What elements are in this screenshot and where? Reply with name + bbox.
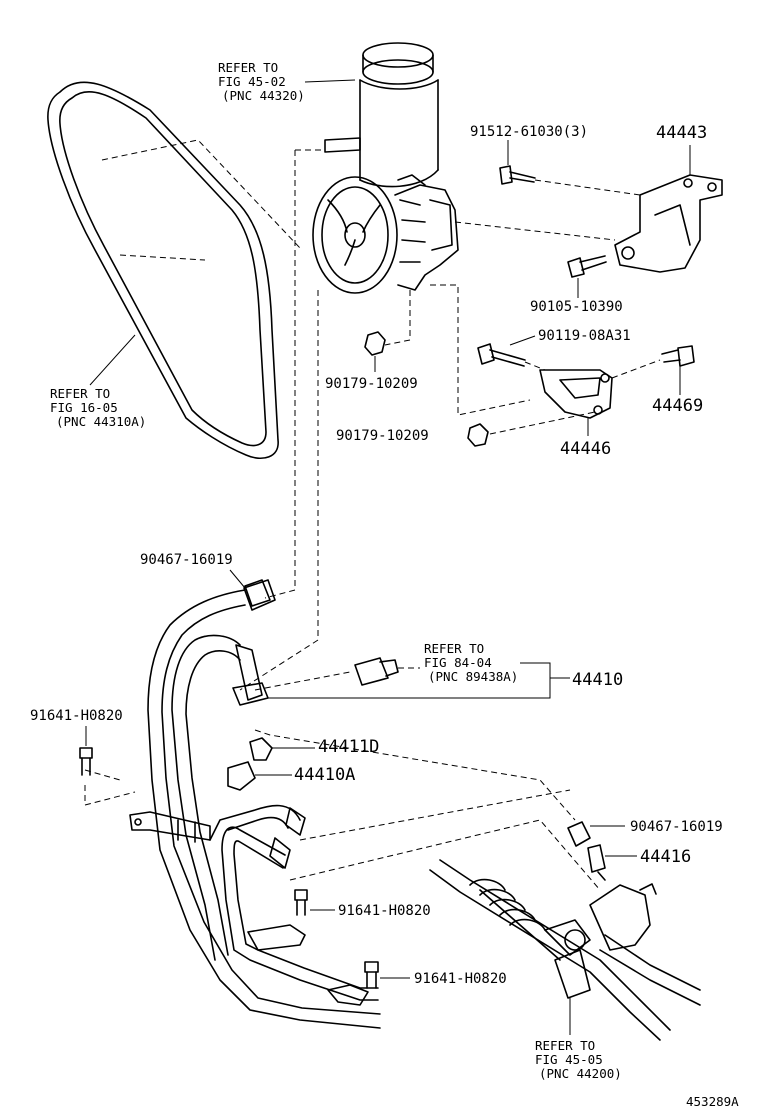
ref-reservoir-line1: REFER TO [218, 60, 278, 75]
pressure-hose [171, 634, 269, 961]
ref-belt-line1: REFER TO [50, 386, 110, 401]
bolt-91512-61030 [499, 165, 536, 185]
bolt-90105-10390 [567, 255, 607, 278]
nut-90179-a [364, 331, 386, 356]
label-91512-61030: 91512-61030(3) [470, 124, 588, 140]
bracket-44446 [539, 369, 613, 419]
union-bolt-44410A [227, 761, 256, 791]
pressure-tube [221, 826, 379, 1001]
label-91641-H0820-a: 91641-H0820 [30, 708, 123, 724]
drive-belt [47, 81, 279, 459]
union-44411D [249, 737, 273, 761]
callout-switch-ref: REFER TO FIG 84-04 (PNC 89438A) [424, 641, 518, 684]
label-90467-16019-b: 90467-16019 [630, 819, 723, 835]
reservoir [324, 42, 439, 188]
ref-reservoir-line3: (PNC 44320) [222, 88, 305, 103]
bolt-90119-08A31 [477, 343, 526, 367]
label-44446: 44446 [560, 439, 611, 459]
label-90467-16019-a: 90467-16019 [140, 552, 233, 568]
label-91641-H0820-c: 91641-H0820 [414, 971, 507, 987]
stud-44469 [661, 345, 695, 367]
label-44411D: 44411D [318, 737, 379, 757]
ref-switch-line2: FIG 84-04 [424, 655, 492, 670]
belt-routing-line [101, 139, 301, 249]
label-44469: 44469 [652, 396, 703, 416]
gasket-90467-a [244, 579, 271, 607]
callout-gear-ref: REFER TO FIG 45-05 (PNC 44200) [535, 1038, 622, 1081]
gasket-90467-b [567, 821, 591, 847]
label-90179-10209-b: 90179-10209 [336, 428, 429, 444]
pressure-switch [354, 657, 399, 686]
diagram-id: 453289A [686, 1094, 739, 1109]
ref-reservoir-line2: FIG 45-02 [218, 74, 286, 89]
union-44416 [587, 844, 606, 881]
ref-switch-line1: REFER TO [424, 641, 484, 656]
ref-belt-line2: FIG 16-05 [50, 400, 118, 415]
label-90105-10390: 90105-10390 [530, 299, 623, 315]
tube-clamp [247, 924, 306, 951]
bolt-91641-b [294, 889, 308, 916]
label-90119-08A31: 90119-08A31 [538, 328, 631, 344]
bracket-44443 [614, 174, 723, 273]
bolt-91641-a [79, 747, 93, 776]
label-44416: 44416 [640, 847, 691, 867]
ref-belt-line3: (PNC 44310A) [56, 414, 146, 429]
label-44410: 44410 [572, 670, 623, 690]
ref-switch-line3: (PNC 89438A) [428, 669, 518, 684]
label-44410A: 44410A [294, 765, 355, 785]
ref-gear-line1: REFER TO [535, 1038, 595, 1053]
label-90179-10209-a: 90179-10209 [325, 376, 418, 392]
callout-belt-ref: REFER TO FIG 16-05 (PNC 44310A) [50, 386, 146, 429]
steering-gear [429, 859, 701, 1041]
return-tube [209, 804, 306, 841]
label-91641-H0820-b: 91641-H0820 [338, 903, 431, 919]
ref-gear-line2: FIG 45-05 [535, 1052, 603, 1067]
nut-90179-b [467, 423, 489, 447]
ref-gear-line3: (PNC 44200) [539, 1066, 622, 1081]
power-steering-pump [312, 174, 459, 294]
label-44443: 44443 [656, 123, 707, 143]
return-hose [147, 579, 381, 1029]
callout-reservoir-ref: REFER TO FIG 45-02 (PNC 44320) [218, 60, 305, 103]
bolt-91641-c [364, 961, 379, 989]
tube-clamp-2 [327, 984, 369, 1006]
